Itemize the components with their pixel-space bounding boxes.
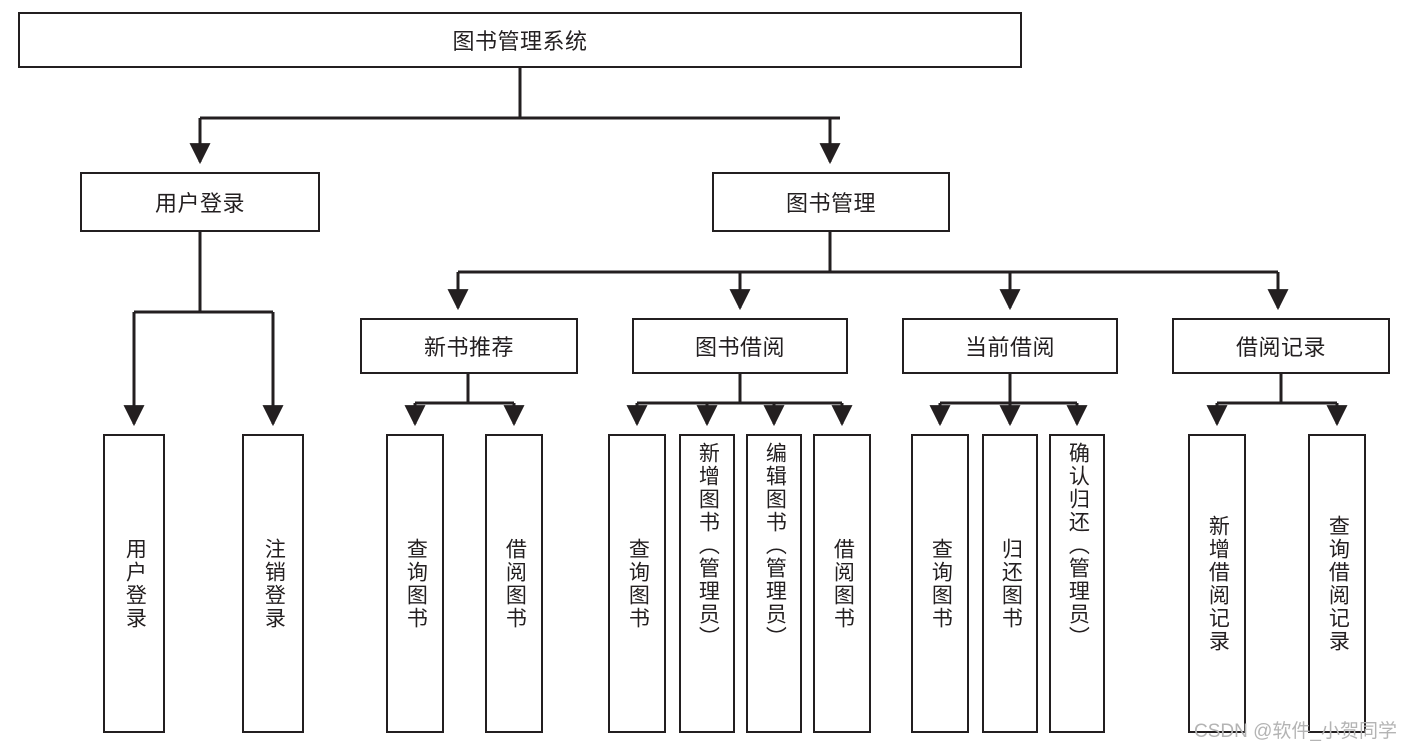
leaf-query-book-current[interactable]: 查询图书	[911, 434, 969, 733]
leaf-label: 用户登录	[123, 537, 147, 630]
leaf-user-login[interactable]: 用户登录	[103, 434, 165, 733]
leaf-edit-book-admin[interactable]: 编辑图书（管理员）	[746, 434, 802, 733]
leaf-query-book-newbooks[interactable]: 查询图书	[386, 434, 444, 733]
node-new-book-recommend[interactable]: 新书推荐	[360, 318, 578, 374]
leaf-query-book-borrow[interactable]: 查询图书	[608, 434, 666, 733]
leaf-label: 查询图书	[929, 537, 953, 630]
leaf-label: 借阅图书	[503, 537, 527, 630]
leaf-label: 查询借阅记录	[1326, 514, 1350, 653]
leaf-add-borrow-record[interactable]: 新增借阅记录	[1188, 434, 1246, 733]
leaf-logout[interactable]: 注销登录	[242, 434, 304, 733]
leaf-query-borrow-record[interactable]: 查询借阅记录	[1308, 434, 1366, 733]
leaf-label: 确认归还（管理员）	[1066, 442, 1090, 649]
node-book-borrow[interactable]: 图书借阅	[632, 318, 848, 374]
node-current-borrow[interactable]: 当前借阅	[902, 318, 1118, 374]
leaf-label: 查询图书	[626, 537, 650, 630]
leaf-label: 新增借阅记录	[1206, 514, 1230, 653]
leaf-return-book[interactable]: 归还图书	[982, 434, 1038, 733]
leaf-borrow-book[interactable]: 借阅图书	[813, 434, 871, 733]
node-root[interactable]: 图书管理系统	[18, 12, 1022, 68]
node-user-login[interactable]: 用户登录	[80, 172, 320, 232]
leaf-label: 查询图书	[404, 537, 428, 630]
leaf-confirm-return-admin[interactable]: 确认归还（管理员）	[1049, 434, 1105, 733]
node-borrow-records[interactable]: 借阅记录	[1172, 318, 1390, 374]
leaf-label: 归还图书	[999, 537, 1023, 630]
leaf-label: 编辑图书（管理员）	[763, 442, 787, 649]
leaf-borrow-book-newbooks[interactable]: 借阅图书	[485, 434, 543, 733]
leaf-label: 借阅图书	[831, 537, 855, 630]
leaf-label: 新增图书（管理员）	[696, 442, 720, 649]
leaf-label: 注销登录	[262, 537, 286, 630]
node-book-management[interactable]: 图书管理	[712, 172, 950, 232]
leaf-add-book-admin[interactable]: 新增图书（管理员）	[679, 434, 735, 733]
